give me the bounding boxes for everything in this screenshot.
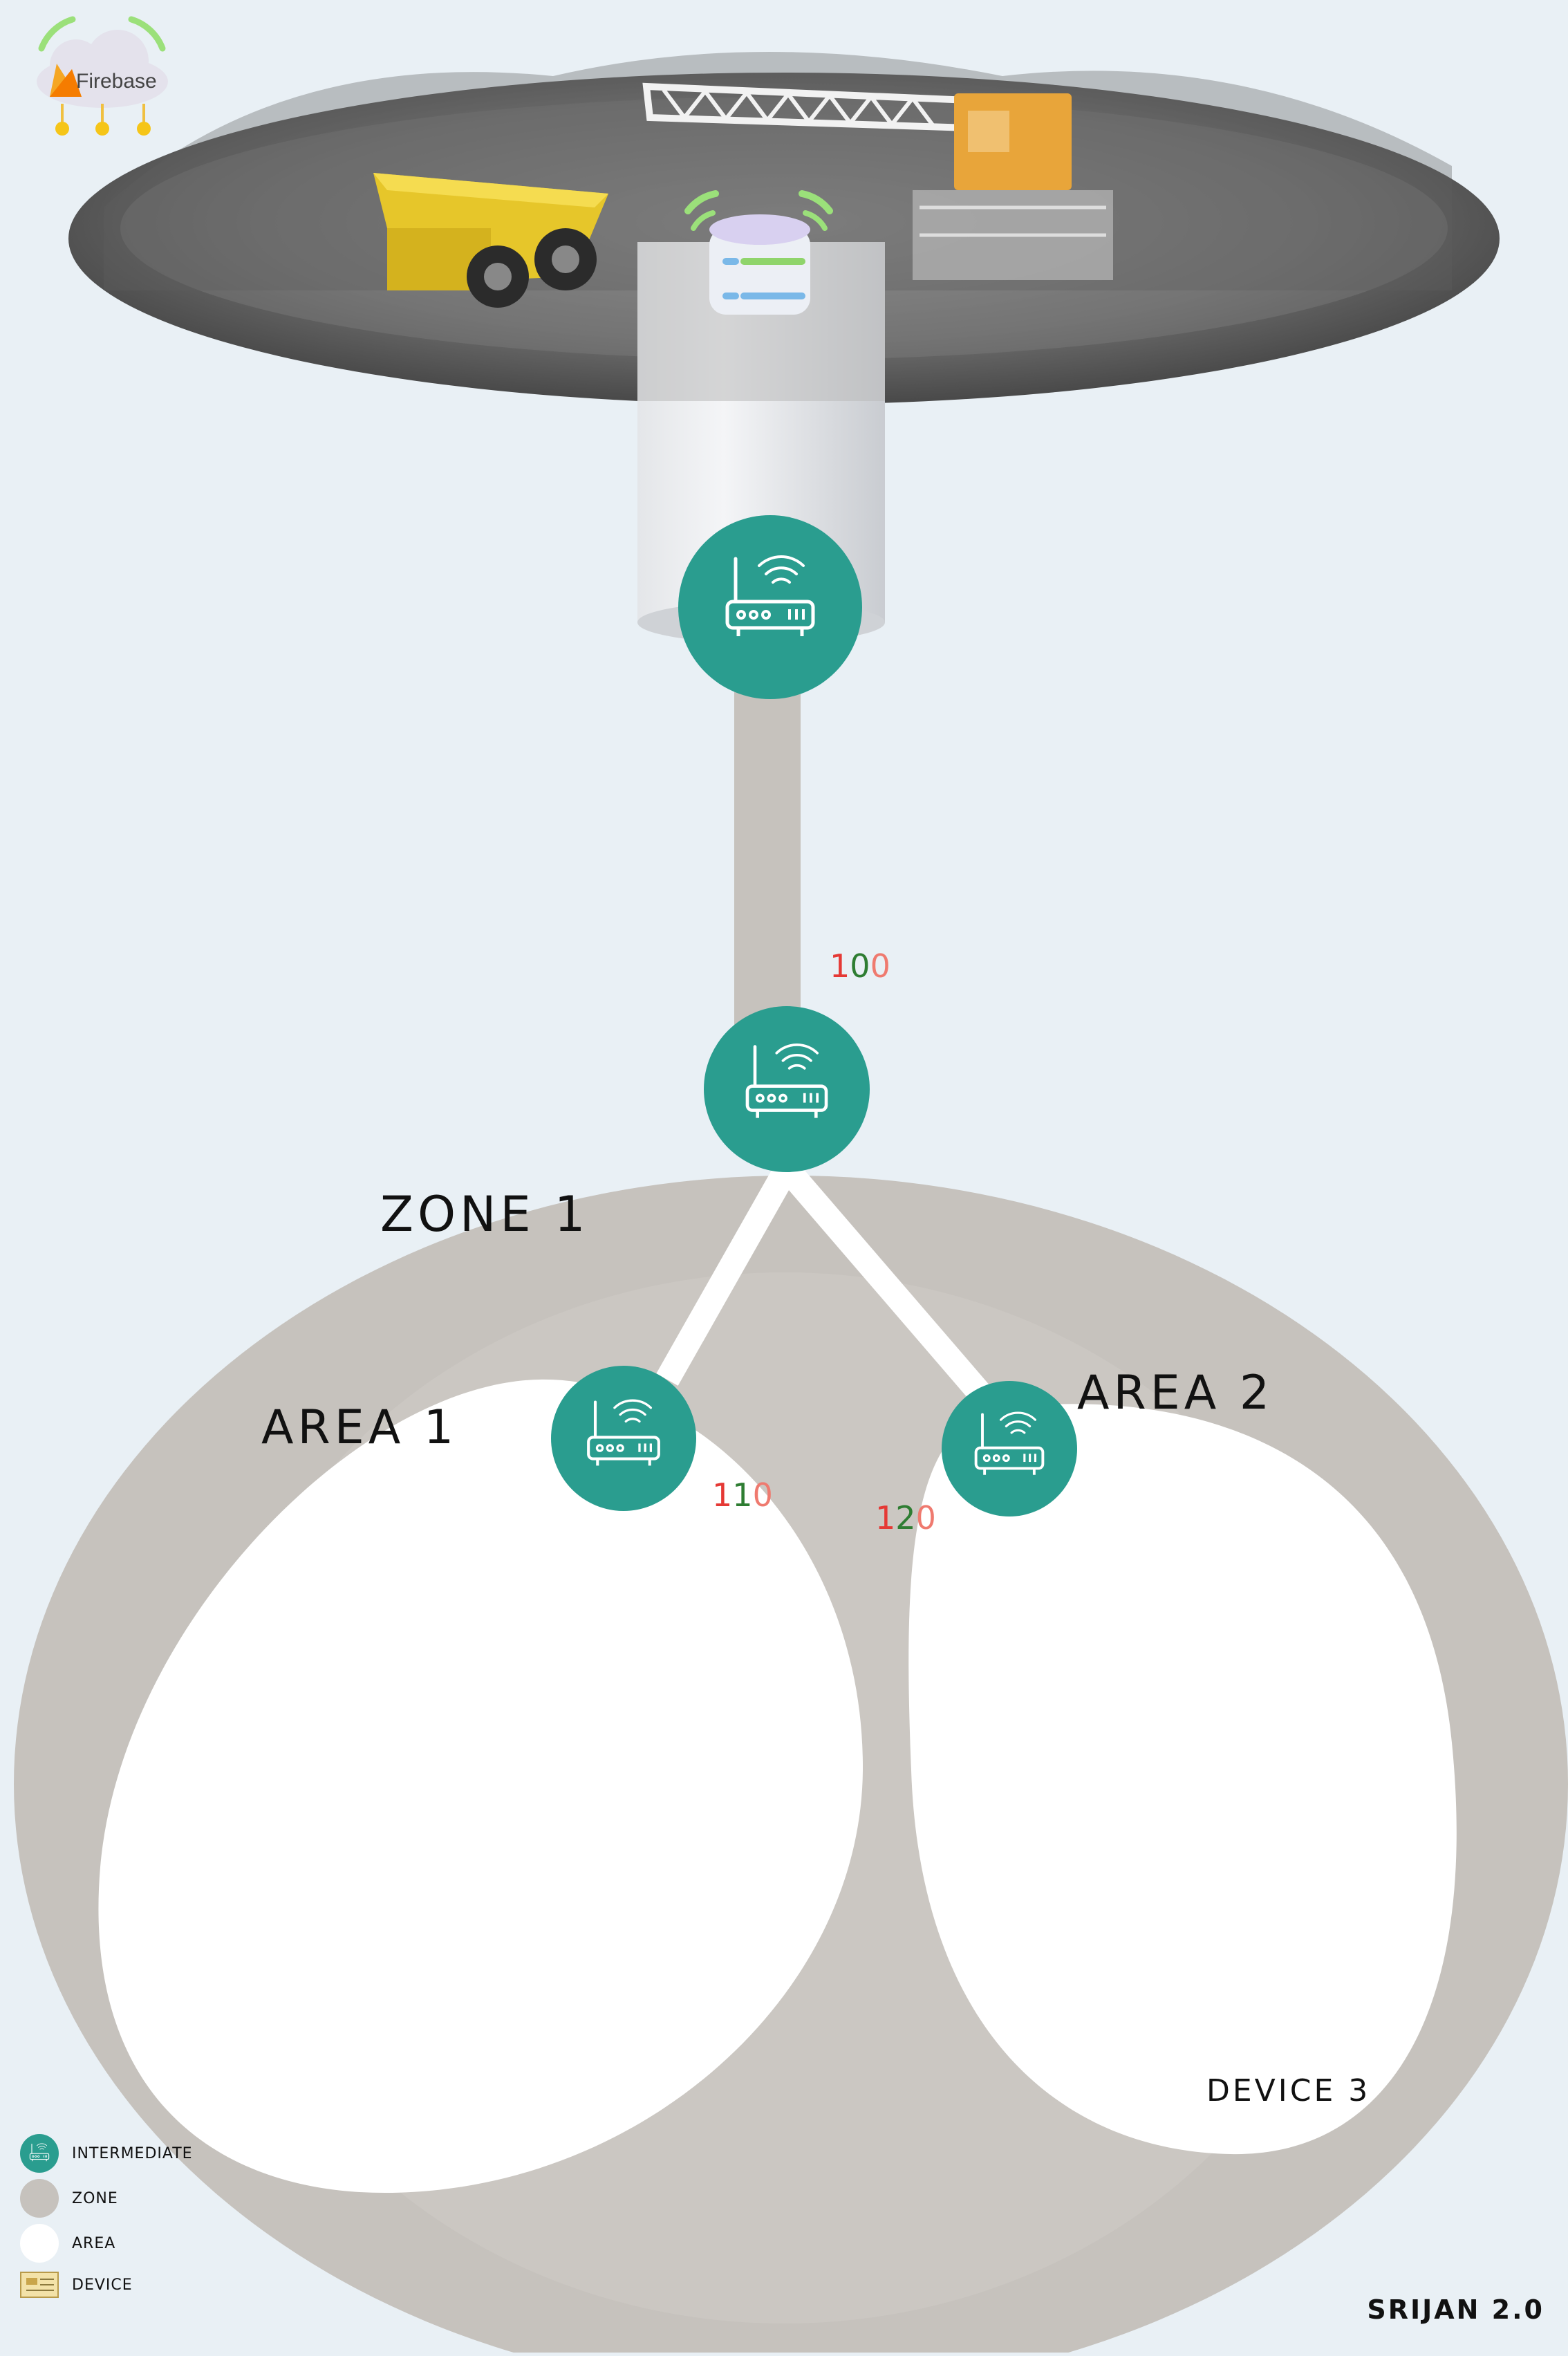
zone-swatch	[20, 2179, 59, 2218]
area2-region	[908, 1404, 1457, 2155]
link-id-digit: 0	[752, 1476, 773, 1514]
device-label: DEVICE 3	[1206, 2073, 1371, 2108]
area2-router-node	[942, 1381, 1077, 1516]
zone-label: ZONE 1	[380, 1186, 590, 1243]
area1-router-node	[551, 1366, 696, 1511]
link-zone-area1	[656, 1162, 798, 1386]
crane-icon	[642, 82, 1113, 280]
legend-item: ZONE	[19, 2178, 118, 2218]
area2-label: AREA 2	[1077, 1366, 1274, 1420]
legend-item: AREA	[19, 2223, 115, 2263]
firebase-cloud-icon: Firebase	[37, 16, 168, 136]
area1-link-id: 110	[712, 1476, 773, 1514]
legend-label: ZONE	[72, 2189, 118, 2207]
area-swatch	[20, 2224, 59, 2263]
firebase-label: Firebase	[76, 70, 157, 93]
link-id-digit: 1	[712, 1476, 733, 1514]
gateway-link-id: 100	[830, 947, 890, 985]
link-id-digit: 0	[915, 1499, 936, 1537]
link-id-digit: 0	[870, 947, 890, 985]
link-id-digit: 1	[875, 1499, 896, 1537]
link-id-digit: 0	[850, 947, 870, 985]
link-id-digit: 2	[895, 1499, 916, 1537]
brand-label: SRIJAN 2.0	[1367, 2294, 1544, 2325]
legend-item: DEVICE	[19, 2270, 133, 2300]
area1-region	[98, 1379, 864, 2193]
dump-truck-icon	[373, 173, 608, 308]
router-icon	[20, 2134, 59, 2173]
legend-label: DEVICE	[72, 2276, 133, 2294]
database-server-icon	[684, 190, 833, 315]
device-icon	[20, 2272, 59, 2298]
link-zone-area2	[777, 1160, 1002, 1416]
area1-label: AREA 1	[261, 1400, 458, 1455]
gateway-router-node	[678, 515, 862, 699]
link-id-digit: 1	[732, 1476, 753, 1514]
area2-link-id: 120	[875, 1499, 936, 1537]
legend-label: INTERMEDIATE	[72, 2144, 193, 2162]
link-id-digit: 1	[830, 947, 850, 985]
zone-router-node	[704, 1006, 870, 1172]
legend-label: AREA	[72, 2234, 116, 2252]
legend-item: INTERMEDIATE	[19, 2133, 193, 2173]
